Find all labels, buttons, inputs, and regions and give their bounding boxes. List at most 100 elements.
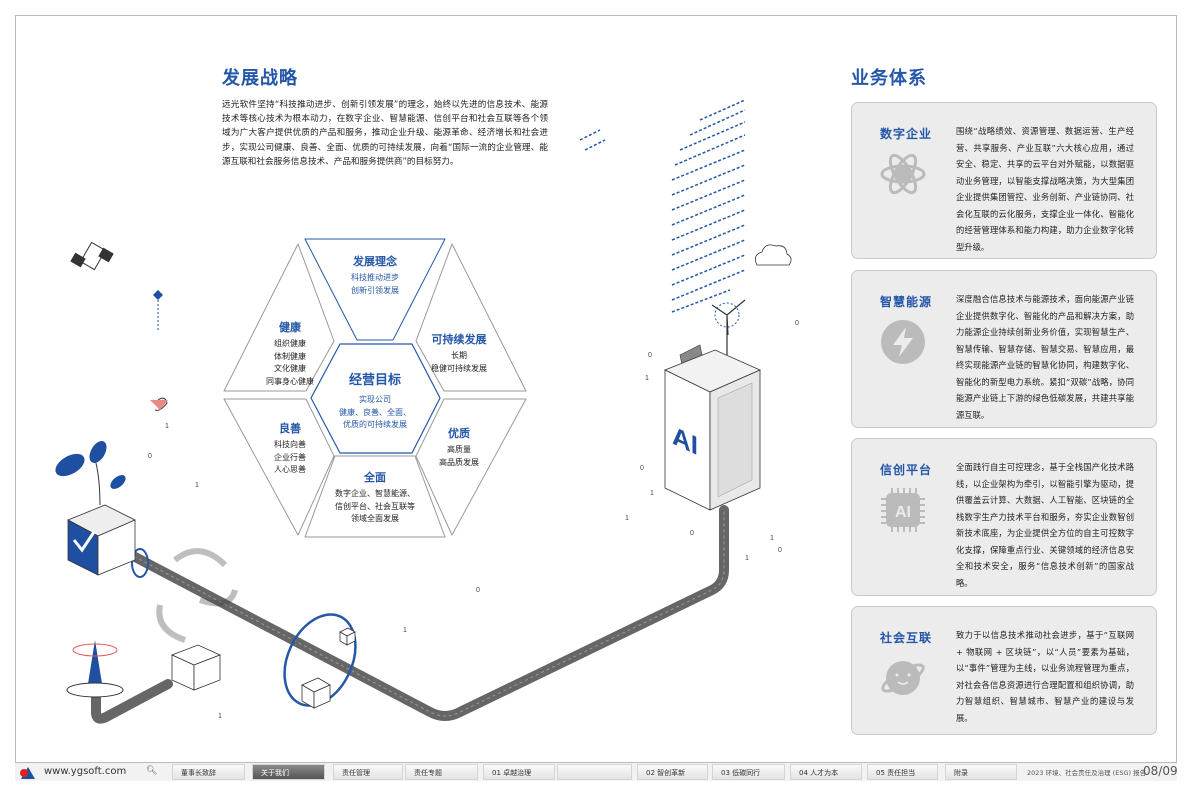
hex-line: 同事身心健康 (266, 376, 314, 386)
check-cube-icon (67, 504, 136, 576)
hex-line: 科技向善 (274, 440, 306, 449)
hex-lower-left-title: 良善 (279, 422, 301, 435)
hex-line: 人心思善 (274, 465, 306, 474)
hex-line: 体制健康 (274, 351, 306, 361)
tab-about-us[interactable]: 关于我们 (252, 764, 325, 780)
tab-05-responsibility[interactable]: 05 责任担当 (867, 764, 938, 780)
hex-line: 信创平台、社会互联等 (335, 501, 415, 511)
card-body: 致力于以信息技术推动社会进步，基于“互联网 + 物联网 + 区块链”，以“人员”… (956, 630, 1134, 723)
company-logo (20, 767, 35, 779)
atom-icon (880, 153, 926, 195)
svg-text:0: 0 (148, 453, 152, 460)
tab-responsibility-topics[interactable]: 责任专题 (405, 764, 478, 780)
tab-01-governance[interactable]: 01 卓越治理 (483, 764, 555, 780)
hex-line: 领域全面发展 (351, 514, 399, 523)
cloud-icon (754, 244, 792, 266)
segment-top (304, 238, 446, 341)
segment-upper-left (223, 243, 335, 392)
tab-appendix[interactable]: 附录 (945, 764, 1017, 780)
svg-text:1: 1 (745, 555, 749, 562)
card-smart-energy: 智慧能源 深度融合信息技术与能源技术，面向能源产业链企业提供数字化、智能化的产品… (851, 270, 1157, 428)
hex-line: 高品质发展 (439, 457, 479, 467)
hex-line: 高质量 (447, 445, 471, 454)
svg-text:0: 0 (640, 465, 644, 472)
hex-center: 经营目标 实现公司 健康、良善、全面、 优质的可持续发展 (339, 369, 411, 432)
svg-text:1: 1 (165, 423, 169, 430)
svg-text:0: 0 (648, 352, 652, 359)
hex-line: 文化健康 (274, 364, 306, 373)
page-number: 08/09 (1143, 764, 1178, 778)
hex-lower-right-title: 优质 (448, 427, 470, 440)
hex-line: 优质的可持续发展 (343, 420, 407, 429)
tab-blank[interactable] (557, 764, 632, 780)
hex-lower-right: 优质 高质量 高品质发展 (439, 425, 479, 469)
svg-text:1: 1 (645, 375, 649, 382)
segment-lower-right (415, 398, 527, 536)
search-icon[interactable]: 🔍︎ (146, 766, 158, 776)
tab-04-people[interactable]: 04 人才为本 (790, 764, 862, 780)
business-title: 业务体系 (851, 68, 927, 89)
ring (131, 548, 149, 578)
hex-lower-left: 良善 科技向善 企业行善 人心思善 (274, 420, 306, 477)
card-digital-enterprise: 数字企业 围绕“战略绩效、资源管理、数据运营、生产经营、共享服务、产业互联”六大… (851, 102, 1157, 259)
svg-text:1: 1 (403, 627, 407, 634)
svg-text:0: 0 (476, 587, 480, 594)
hex-upper-right-title: 可持续发展 (431, 333, 487, 346)
tab-03-low-carbon[interactable]: 03 低碳同行 (712, 764, 785, 780)
svg-text:0: 0 (690, 530, 694, 537)
hex-upper-left-title: 健康 (279, 321, 301, 334)
card-social-interconnection: 社会互联 致力于以信息技术推动社会进步，基于“互联网 + 物联网 + 区块链”，… (851, 606, 1157, 735)
card-xinchuang-platform: 信创平台 AI 全面践行自主可控理念，基于全栈国产化技术路线，以企业架构为牵引，… (851, 438, 1157, 596)
planet-icon (881, 661, 925, 695)
hex-top-title: 发展理念 (353, 255, 397, 268)
hex-upper-left: 健康 组织健康 体制健康 文化健康 同事身心健康 (266, 319, 314, 388)
satellite-icon (70, 241, 114, 271)
hex-upper-right: 可持续发展 长期 稳健可持续发展 (431, 331, 487, 375)
strategy-title: 发展战略 (222, 68, 298, 89)
pipe (91, 679, 173, 724)
hex-line: 数字企业、智慧能源、 (335, 489, 415, 498)
card-title: 社会互联 (880, 631, 933, 645)
hex-bottom-title: 全面 (364, 471, 386, 484)
segment-bottom (304, 455, 446, 538)
segment-center (310, 343, 441, 454)
hex-line: 实现公司 (359, 395, 391, 404)
svg-text:1: 1 (770, 535, 774, 542)
tab-chairman[interactable]: 董事长致辞 (172, 764, 245, 780)
ring (283, 613, 357, 707)
card-title: 信创平台 (880, 463, 933, 477)
svg-text:AI: AI (895, 504, 911, 521)
hexagon-diagram (223, 238, 527, 538)
svg-text:1: 1 (195, 482, 199, 489)
svg-text:1: 1 (650, 490, 654, 497)
svg-text:0: 0 (795, 320, 799, 327)
report-title: 2023 环境、社会责任及治理 (ESG) 报告 (1027, 769, 1147, 777)
hex-line: 长期 (451, 351, 467, 360)
hex-line: 稳健可持续发展 (431, 363, 487, 373)
card-body: 全面践行自主可控理念，基于全栈国产化技术路线，以企业架构为牵引，以智能引擎为驱动… (956, 462, 1134, 588)
hex-line: 科技推动进步 (351, 273, 399, 282)
lightning-icon (881, 320, 925, 364)
ai-server-icon: AI (664, 349, 761, 511)
hex-bottom: 全面 数字企业、智慧能源、 信创平台、社会互联等 领域全面发展 (335, 469, 415, 526)
card-title: 数字企业 (880, 127, 933, 141)
hex-line: 企业行善 (274, 452, 306, 462)
svg-text:1: 1 (218, 713, 222, 720)
website-link[interactable]: www.ygsoft.com (44, 766, 127, 777)
tab-responsibility-management[interactable]: 责任管理 (333, 764, 403, 780)
hex-center-title: 经营目标 (348, 373, 401, 388)
tab-02-innovation[interactable]: 02 智创革新 (637, 764, 708, 780)
hex-top: 发展理念 科技推动进步 创新引领发展 (351, 253, 399, 297)
svg-text:1: 1 (625, 515, 629, 522)
segment-lower-left (223, 398, 335, 536)
card-body: 深度融合信息技术与能源技术，面向能源产业链企业提供数字化、智能化的产品和解决方案… (956, 294, 1134, 420)
pipe (113, 505, 729, 721)
card-title: 智慧能源 (880, 295, 933, 309)
hex-line: 组织健康 (274, 339, 306, 348)
ai-chip-icon: AI (881, 488, 925, 532)
segment-upper-right (415, 243, 527, 392)
card-body: 围绕“战略绩效、资源管理、数据运营、生产经营、共享服务、产业互联”六大核心应用，… (956, 126, 1134, 252)
hex-line: 创新引领发展 (351, 285, 399, 295)
footer-nav: www.ygsoft.com 🔍︎ 董事长致辞 关于我们 责任管理 责任专题 0… (15, 762, 1178, 781)
